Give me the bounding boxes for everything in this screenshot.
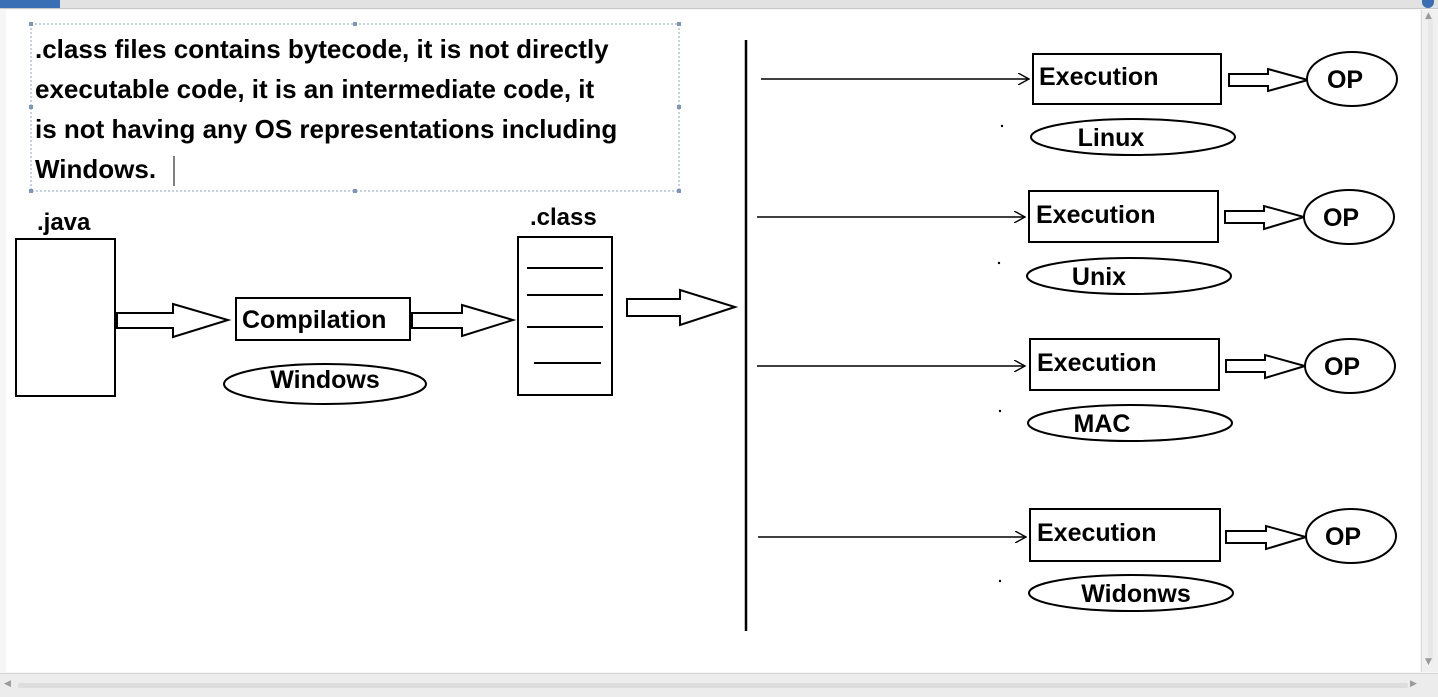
- os-ellipse: [1026, 257, 1232, 295]
- vertical-scroll-thumb[interactable]: [1428, 20, 1433, 660]
- op-label: OP: [1324, 353, 1360, 381]
- os-label: MAC: [1074, 410, 1131, 438]
- arrow-compilation-to-class: [411, 303, 517, 338]
- op-ellipse: [1306, 51, 1398, 107]
- note-line-1: .class files contains bytecode, it is no…: [35, 34, 609, 64]
- class-file-lines: [527, 267, 603, 364]
- compilation-box: [235, 297, 411, 341]
- note-text-box[interactable]: .class files contains bytecode, it is no…: [29, 22, 681, 193]
- java-file-box: [15, 238, 116, 397]
- target-row-1: Execution OP Linux: [761, 51, 1398, 156]
- class-label: .class: [530, 204, 597, 231]
- chevron-right-icon[interactable]: ▶: [1410, 679, 1417, 689]
- arrow-to-op: [1225, 524, 1310, 551]
- horizontal-scrollbar[interactable]: [0, 673, 1438, 697]
- chevron-up-icon[interactable]: ▲: [1425, 11, 1432, 21]
- windows-label: Windows: [270, 366, 380, 394]
- op-label: OP: [1327, 66, 1363, 94]
- stray-dot: [998, 409, 1002, 413]
- os-label: Unix: [1072, 263, 1126, 291]
- arrow-to-op: [1225, 353, 1309, 380]
- window-control-icon[interactable]: [1422, 0, 1434, 8]
- os-ellipse: [1027, 404, 1233, 442]
- execution-box: [1028, 190, 1219, 243]
- note-line-2: executable code, it is an intermediate c…: [35, 74, 595, 104]
- stray-dot: [1000, 124, 1004, 128]
- target-row-2: Execution OP Unix: [757, 189, 1395, 295]
- compilation-label: Compilation: [242, 306, 386, 334]
- os-ellipse: [1028, 574, 1234, 612]
- op-label: OP: [1325, 523, 1361, 551]
- horizontal-scroll-thumb[interactable]: [18, 683, 1408, 688]
- arrow-to-op: [1228, 67, 1312, 93]
- os-label: Widonws: [1081, 580, 1191, 608]
- note-line-4: Windows.: [35, 154, 156, 184]
- target-row-3: Execution OP MAC: [757, 338, 1396, 442]
- class-file-box: [517, 236, 613, 396]
- os-label: Linux: [1078, 124, 1145, 152]
- op-label: OP: [1323, 204, 1359, 232]
- execution-box: [1029, 338, 1220, 391]
- execution-label: Execution: [1037, 519, 1156, 547]
- os-ellipse: [1030, 118, 1236, 156]
- selection-handles[interactable]: [29, 22, 681, 193]
- chevron-left-icon[interactable]: ◀: [4, 679, 11, 689]
- op-ellipse: [1303, 189, 1395, 245]
- note-line-3: is not having any OS representations inc…: [35, 114, 617, 144]
- stray-dot: [997, 261, 1001, 265]
- active-tab-marker[interactable]: [0, 0, 60, 8]
- execution-label: Execution: [1036, 201, 1155, 229]
- vertical-scrollbar[interactable]: [1421, 10, 1438, 672]
- chevron-down-icon[interactable]: ▼: [1425, 657, 1432, 667]
- op-ellipse: [1304, 338, 1396, 394]
- windows-ellipse: [223, 363, 427, 405]
- arrow-to-op: [1224, 204, 1308, 231]
- execution-box: [1029, 508, 1221, 562]
- target-row-4: Execution OP Widonws: [758, 508, 1397, 612]
- execution-label: Execution: [1037, 349, 1156, 377]
- window-title-bar: [0, 0, 1438, 9]
- arrow-java-to-compilation: [116, 302, 232, 339]
- java-label: .java: [37, 209, 91, 236]
- execution-box: [1032, 53, 1222, 105]
- execution-label: Execution: [1039, 63, 1158, 91]
- arrow-class-to-platforms: [626, 288, 739, 327]
- op-ellipse: [1305, 508, 1397, 564]
- stray-dot: [998, 579, 1002, 583]
